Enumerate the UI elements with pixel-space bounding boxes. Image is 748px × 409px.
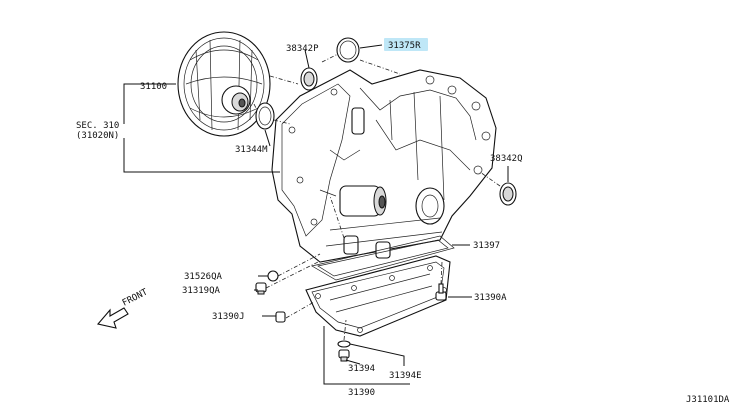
oil-seal-left[interactable] <box>300 67 318 91</box>
front-direction-arrow: FRONT <box>96 287 150 329</box>
label-sec-310-ref[interactable]: (31020N) <box>76 131 119 141</box>
label-31319QA[interactable]: 31319QA <box>182 286 221 296</box>
transaxle-case <box>271 69 497 263</box>
leader-lines <box>123 44 509 385</box>
assembly-lines <box>253 53 501 341</box>
label-31526QA[interactable]: 31526QA <box>184 272 223 282</box>
torque-converter[interactable] <box>177 31 271 137</box>
front-label: FRONT <box>121 287 150 308</box>
label-31394E[interactable]: 31394E <box>389 371 422 381</box>
oil-pan-gasket[interactable] <box>311 235 455 281</box>
oil-seal-right[interactable] <box>499 182 517 206</box>
label-38342Q[interactable]: 38342Q <box>490 154 523 164</box>
o-ring-converter[interactable] <box>255 102 275 130</box>
label-31375R[interactable]: 31375R <box>388 41 421 51</box>
gasket-plug[interactable] <box>255 282 267 295</box>
highlight-box <box>384 38 428 51</box>
label-31344M[interactable]: 31344M <box>235 145 268 155</box>
label-31390[interactable]: 31390 <box>348 388 375 398</box>
label-31390J[interactable]: 31390J <box>212 312 245 322</box>
label-31394[interactable]: 31394 <box>348 364 375 374</box>
bolt-j[interactable] <box>275 311 286 323</box>
o-ring-top[interactable] <box>336 37 360 63</box>
drain-gasket[interactable] <box>337 340 351 348</box>
bolt-pan[interactable] <box>435 283 447 301</box>
plug[interactable] <box>267 270 279 282</box>
oil-pan[interactable] <box>305 255 451 337</box>
label-sec-310[interactable]: SEC. 310 <box>76 121 119 131</box>
drain-plug[interactable] <box>338 349 350 362</box>
diagram-id: J31101DA <box>686 395 730 405</box>
label-31100[interactable]: 31100 <box>140 82 167 92</box>
label-31390A[interactable]: 31390A <box>474 293 507 303</box>
label-31397[interactable]: 31397 <box>473 241 500 251</box>
label-38342P[interactable]: 38342P <box>286 44 319 54</box>
